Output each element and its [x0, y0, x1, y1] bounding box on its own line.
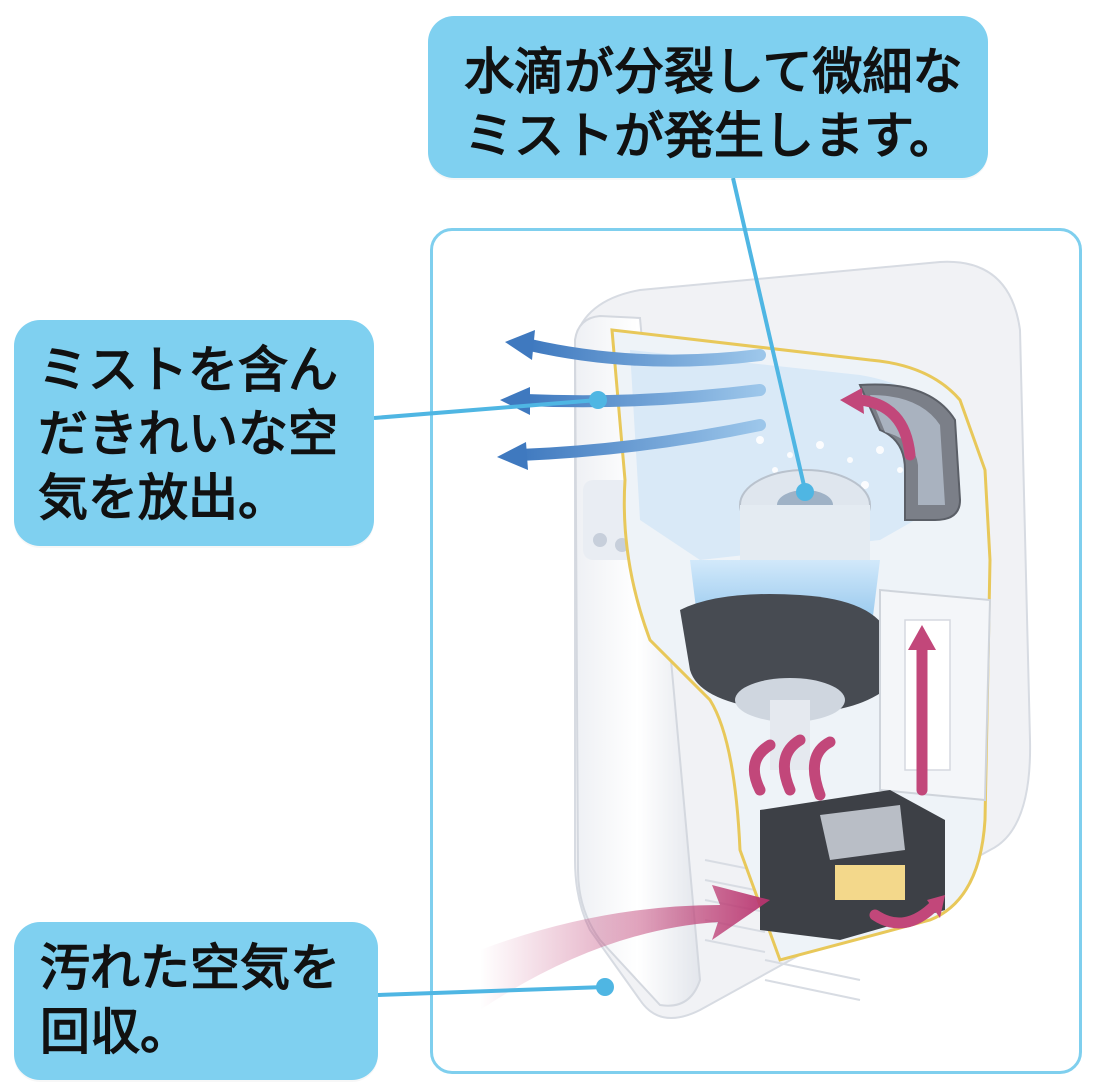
leader-dot-outflow [589, 391, 607, 409]
filter-ring [680, 594, 890, 713]
callout-mist-generation-line1: 水滴が分裂して微細な [464, 43, 963, 101]
callout-dirty-air-intake-line2: 回収。 [40, 1003, 190, 1061]
leader-dot-mist [796, 483, 814, 501]
intake-grille [704, 859, 861, 1001]
dirty-air-inflow-arrow [480, 885, 770, 1010]
callout-mist-generation-line2: ミストが発生します。 [464, 107, 959, 165]
internal-airflow-arrows [748, 394, 941, 929]
callout-clean-air-release-line1: ミストを含ん [38, 341, 338, 399]
callout-dirty-air-intake: 汚れた空気を 回収。 [14, 922, 378, 1080]
callout-clean-air-release-line2: だきれいな空 [38, 405, 338, 463]
callout-mist-generation: 水滴が分裂して微細な ミストが発生します。 [428, 16, 988, 178]
clean-air-outflow-arrows [514, 339, 766, 461]
callout-dirty-air-intake-line1: 汚れた空気を [40, 939, 340, 997]
callout-clean-air-release-line3: 気を放出。 [38, 469, 288, 527]
leader-lines [373, 177, 807, 997]
leader-dot-inflow [596, 978, 614, 996]
callout-clean-air-release: ミストを含ん だきれいな空 気を放出。 [14, 320, 374, 546]
